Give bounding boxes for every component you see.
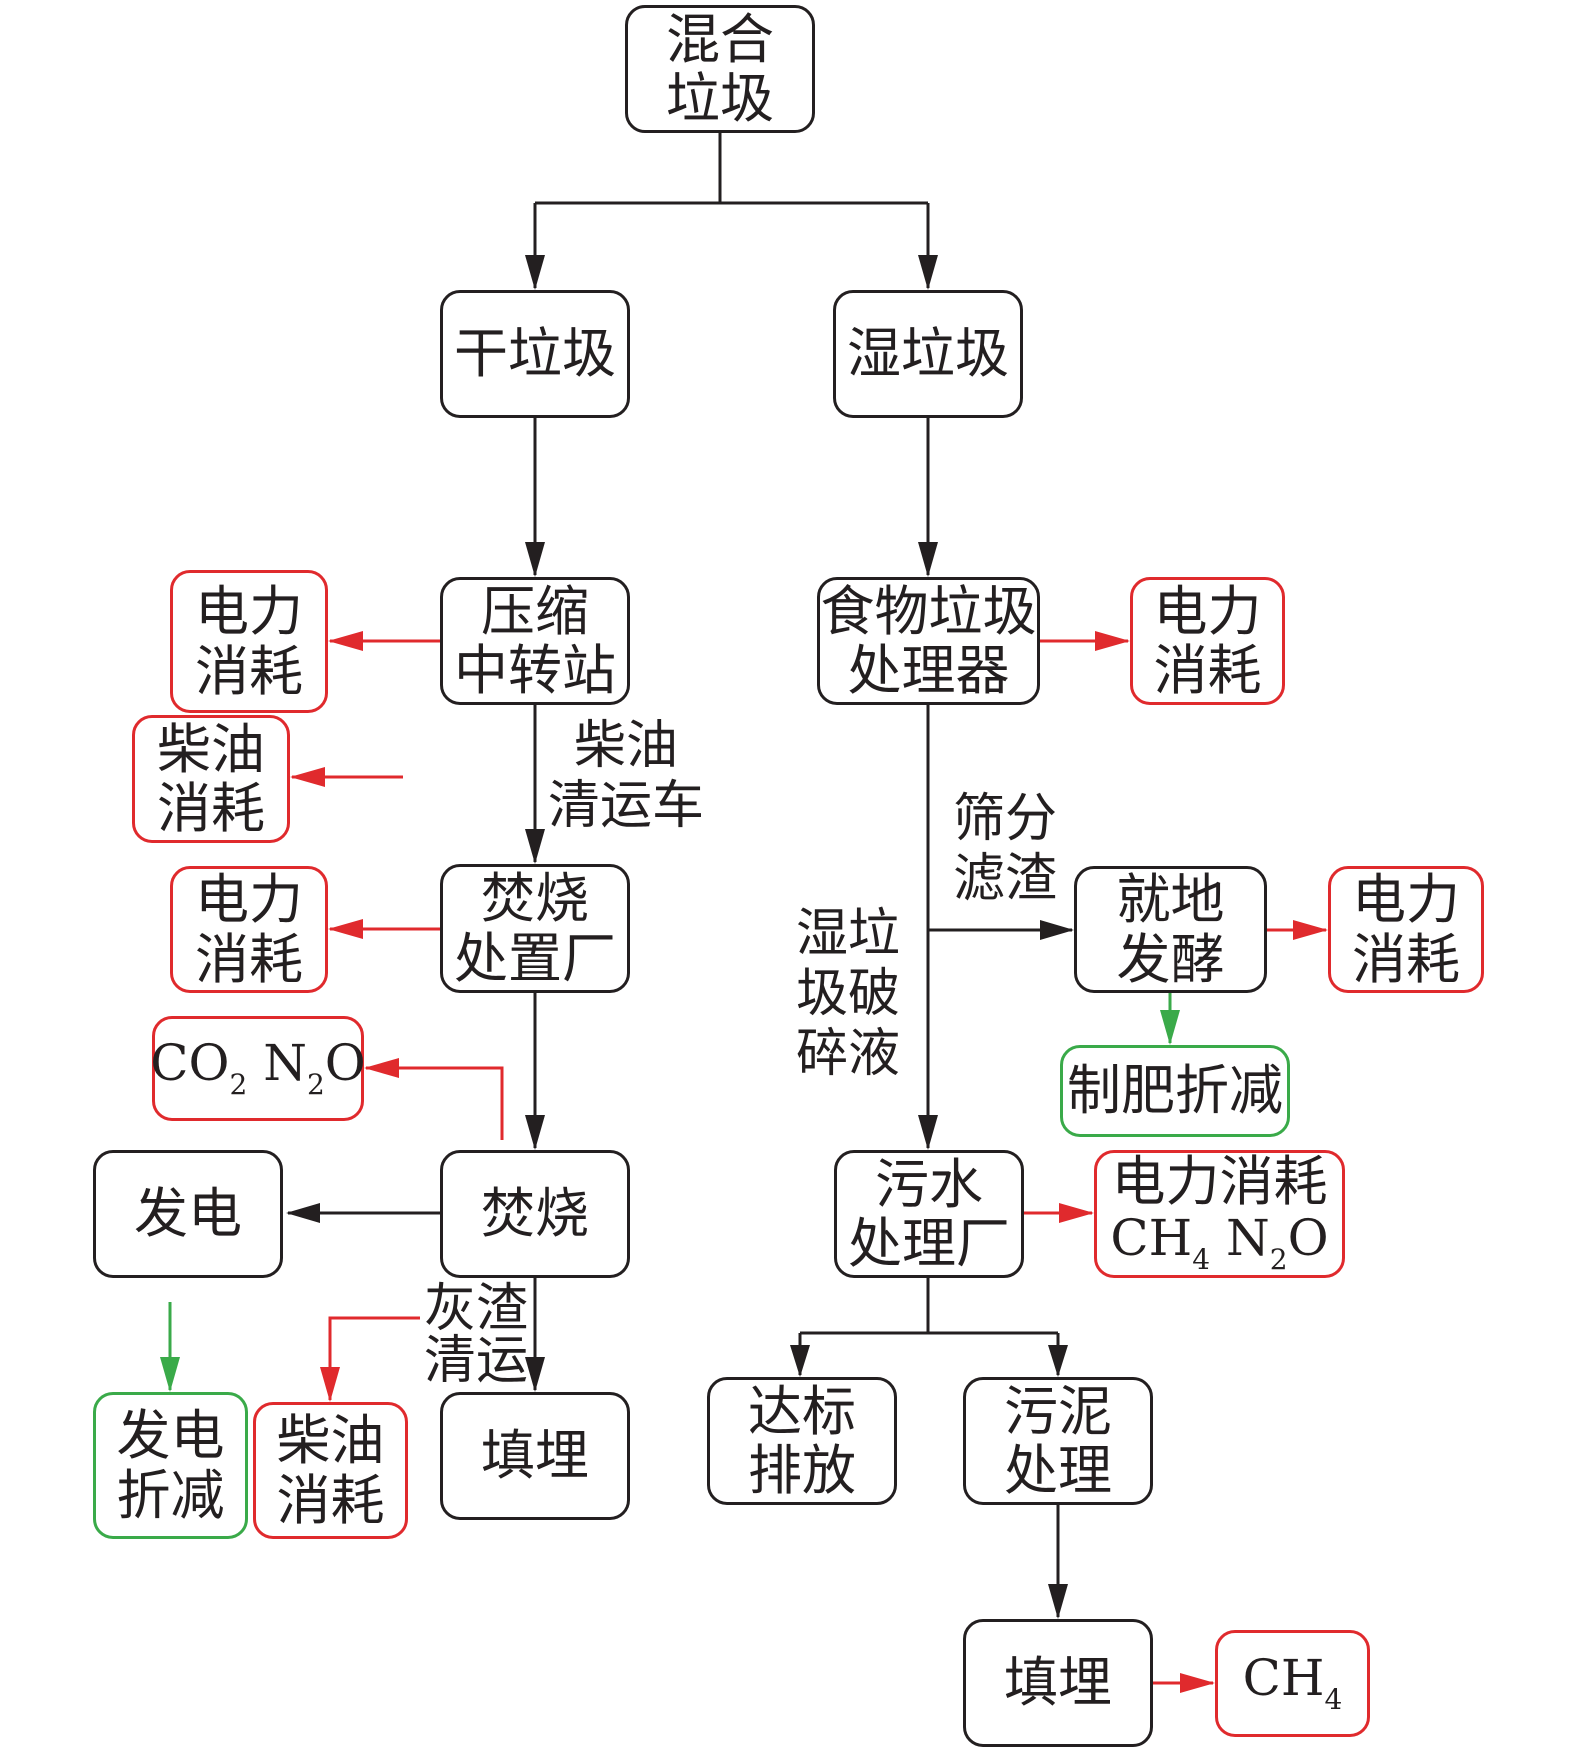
- dry-waste-node: 干垃圾: [440, 290, 630, 418]
- sludge-treatment-node: 污泥处理: [963, 1377, 1153, 1505]
- transfer-station-node: 压缩中转站: [440, 577, 630, 705]
- discharge-node: 达标排放: [707, 1377, 897, 1505]
- diesel-consumption-box-2: 柴油消耗: [253, 1402, 408, 1539]
- landfill-left-node: 填埋: [440, 1392, 630, 1520]
- incineration-node: 焚烧: [440, 1150, 630, 1278]
- power-offset-box: 发电折减: [93, 1392, 248, 1539]
- wet-waste-node: 湿垃圾: [833, 290, 1023, 418]
- landfill-right-node: 填埋: [963, 1619, 1153, 1747]
- food-waste-processor-node: 食物垃圾处理器: [817, 577, 1040, 705]
- incineration-plant-node: 焚烧处置厂: [440, 864, 630, 993]
- diesel-truck-label: 柴油清运车: [548, 716, 705, 836]
- screen-residue-label: 筛分滤渣: [953, 789, 1058, 909]
- power-consumption-box-1: 电力消耗: [170, 570, 328, 713]
- local-fermentation-node: 就地发酵: [1074, 866, 1267, 993]
- sewage-emission-box: 电力消耗 CH4 N2O: [1094, 1150, 1345, 1278]
- incineration-gas-box: CO2 N2O: [150, 1016, 366, 1121]
- power-generation-node: 发电: [93, 1150, 283, 1278]
- black-arrows: [286, 133, 1074, 1619]
- methane-box: CH4: [1215, 1630, 1370, 1737]
- power-consumption-box-food: 电力消耗: [1130, 577, 1285, 705]
- ash-transport-label: 灰渣清运: [424, 1279, 529, 1391]
- red-arrows: [290, 631, 1328, 1693]
- power-consumption-box-ferm: 电力消耗: [1328, 866, 1484, 993]
- diesel-consumption-box-1: 柴油消耗: [132, 715, 290, 843]
- power-consumption-box-2: 电力消耗: [170, 866, 328, 993]
- mixed-waste-node: 混合垃圾: [625, 5, 815, 133]
- fertilizer-offset-box: 制肥折减: [1060, 1045, 1290, 1137]
- wet-waste-liquid-label: 湿垃圾破碎液: [796, 904, 901, 1084]
- sewage-plant-node: 污水处理厂: [834, 1150, 1024, 1278]
- green-arrows: [160, 993, 1180, 1392]
